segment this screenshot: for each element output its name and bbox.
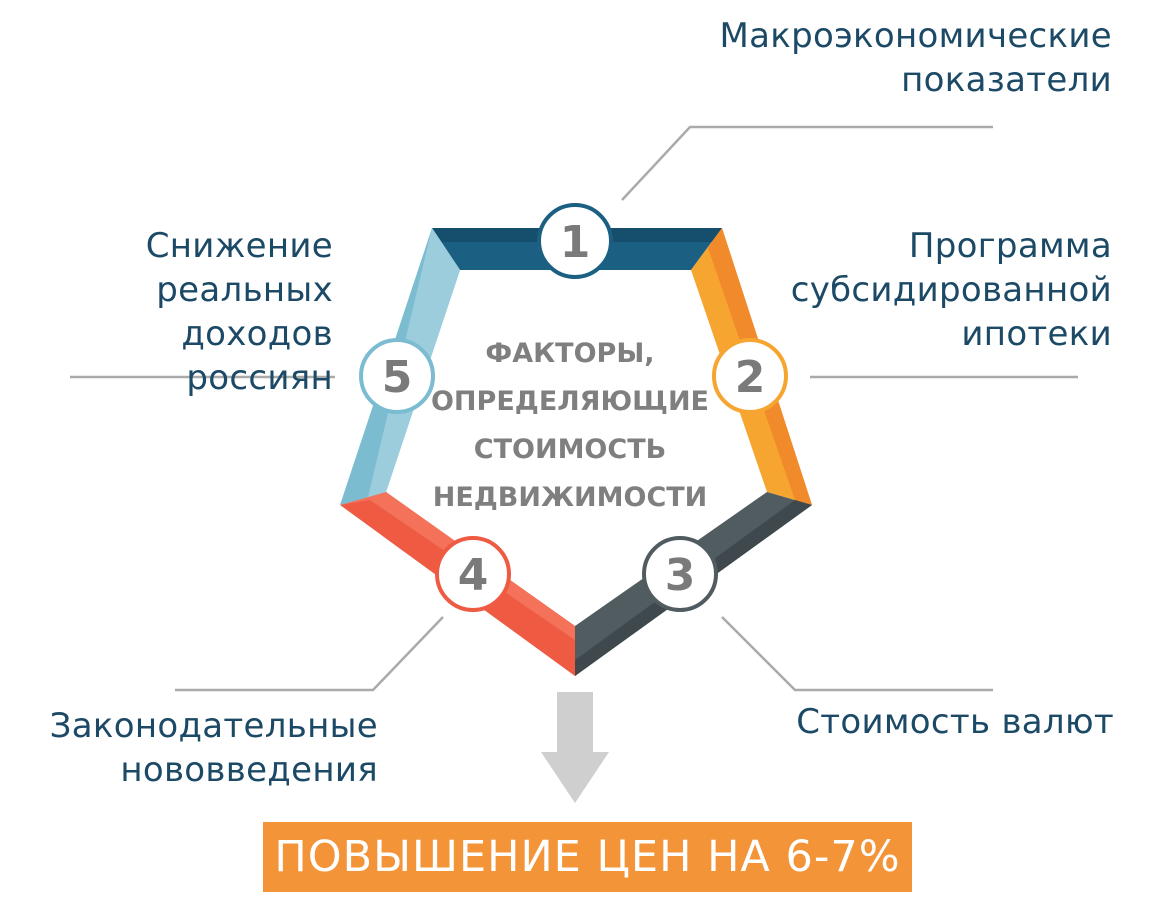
leader-line-1 xyxy=(621,125,993,201)
factor-badge-4: 4 xyxy=(435,536,511,612)
factor-badge-5: 5 xyxy=(359,338,435,414)
factor-badge-number: 1 xyxy=(560,217,591,268)
leader-line-3 xyxy=(721,616,993,692)
down-arrow-icon xyxy=(541,692,609,803)
factor-badge-number: 2 xyxy=(735,352,766,403)
factor-badge-number: 5 xyxy=(382,352,413,403)
result-banner: ПОВЫШЕНИЕ ЦЕН НА 6-7% xyxy=(263,822,912,892)
center-title: ФАКТОРЫ, ОПРЕДЕЛЯЮЩИЕ СТОИМОСТЬ НЕДВИЖИМ… xyxy=(430,338,709,513)
factor-badge-3: 3 xyxy=(642,536,718,612)
factor-badge-number: 3 xyxy=(665,550,696,601)
leader-line-4 xyxy=(175,616,444,692)
factor-label-2: Программа субсидированной ипотеки xyxy=(790,226,1112,354)
factor-label-5: Снижение реальных доходов россиян xyxy=(145,226,333,398)
factor-label-4: Законодательные нововведения xyxy=(49,706,378,790)
factor-badge-1: 1 xyxy=(537,203,613,279)
factor-badge-2: 2 xyxy=(712,338,788,414)
factor-badge-number: 4 xyxy=(458,550,489,601)
factor-label-1: Макроэкономические показатели xyxy=(719,16,1112,100)
factor-label-3: Стоимость валют xyxy=(796,702,1114,742)
